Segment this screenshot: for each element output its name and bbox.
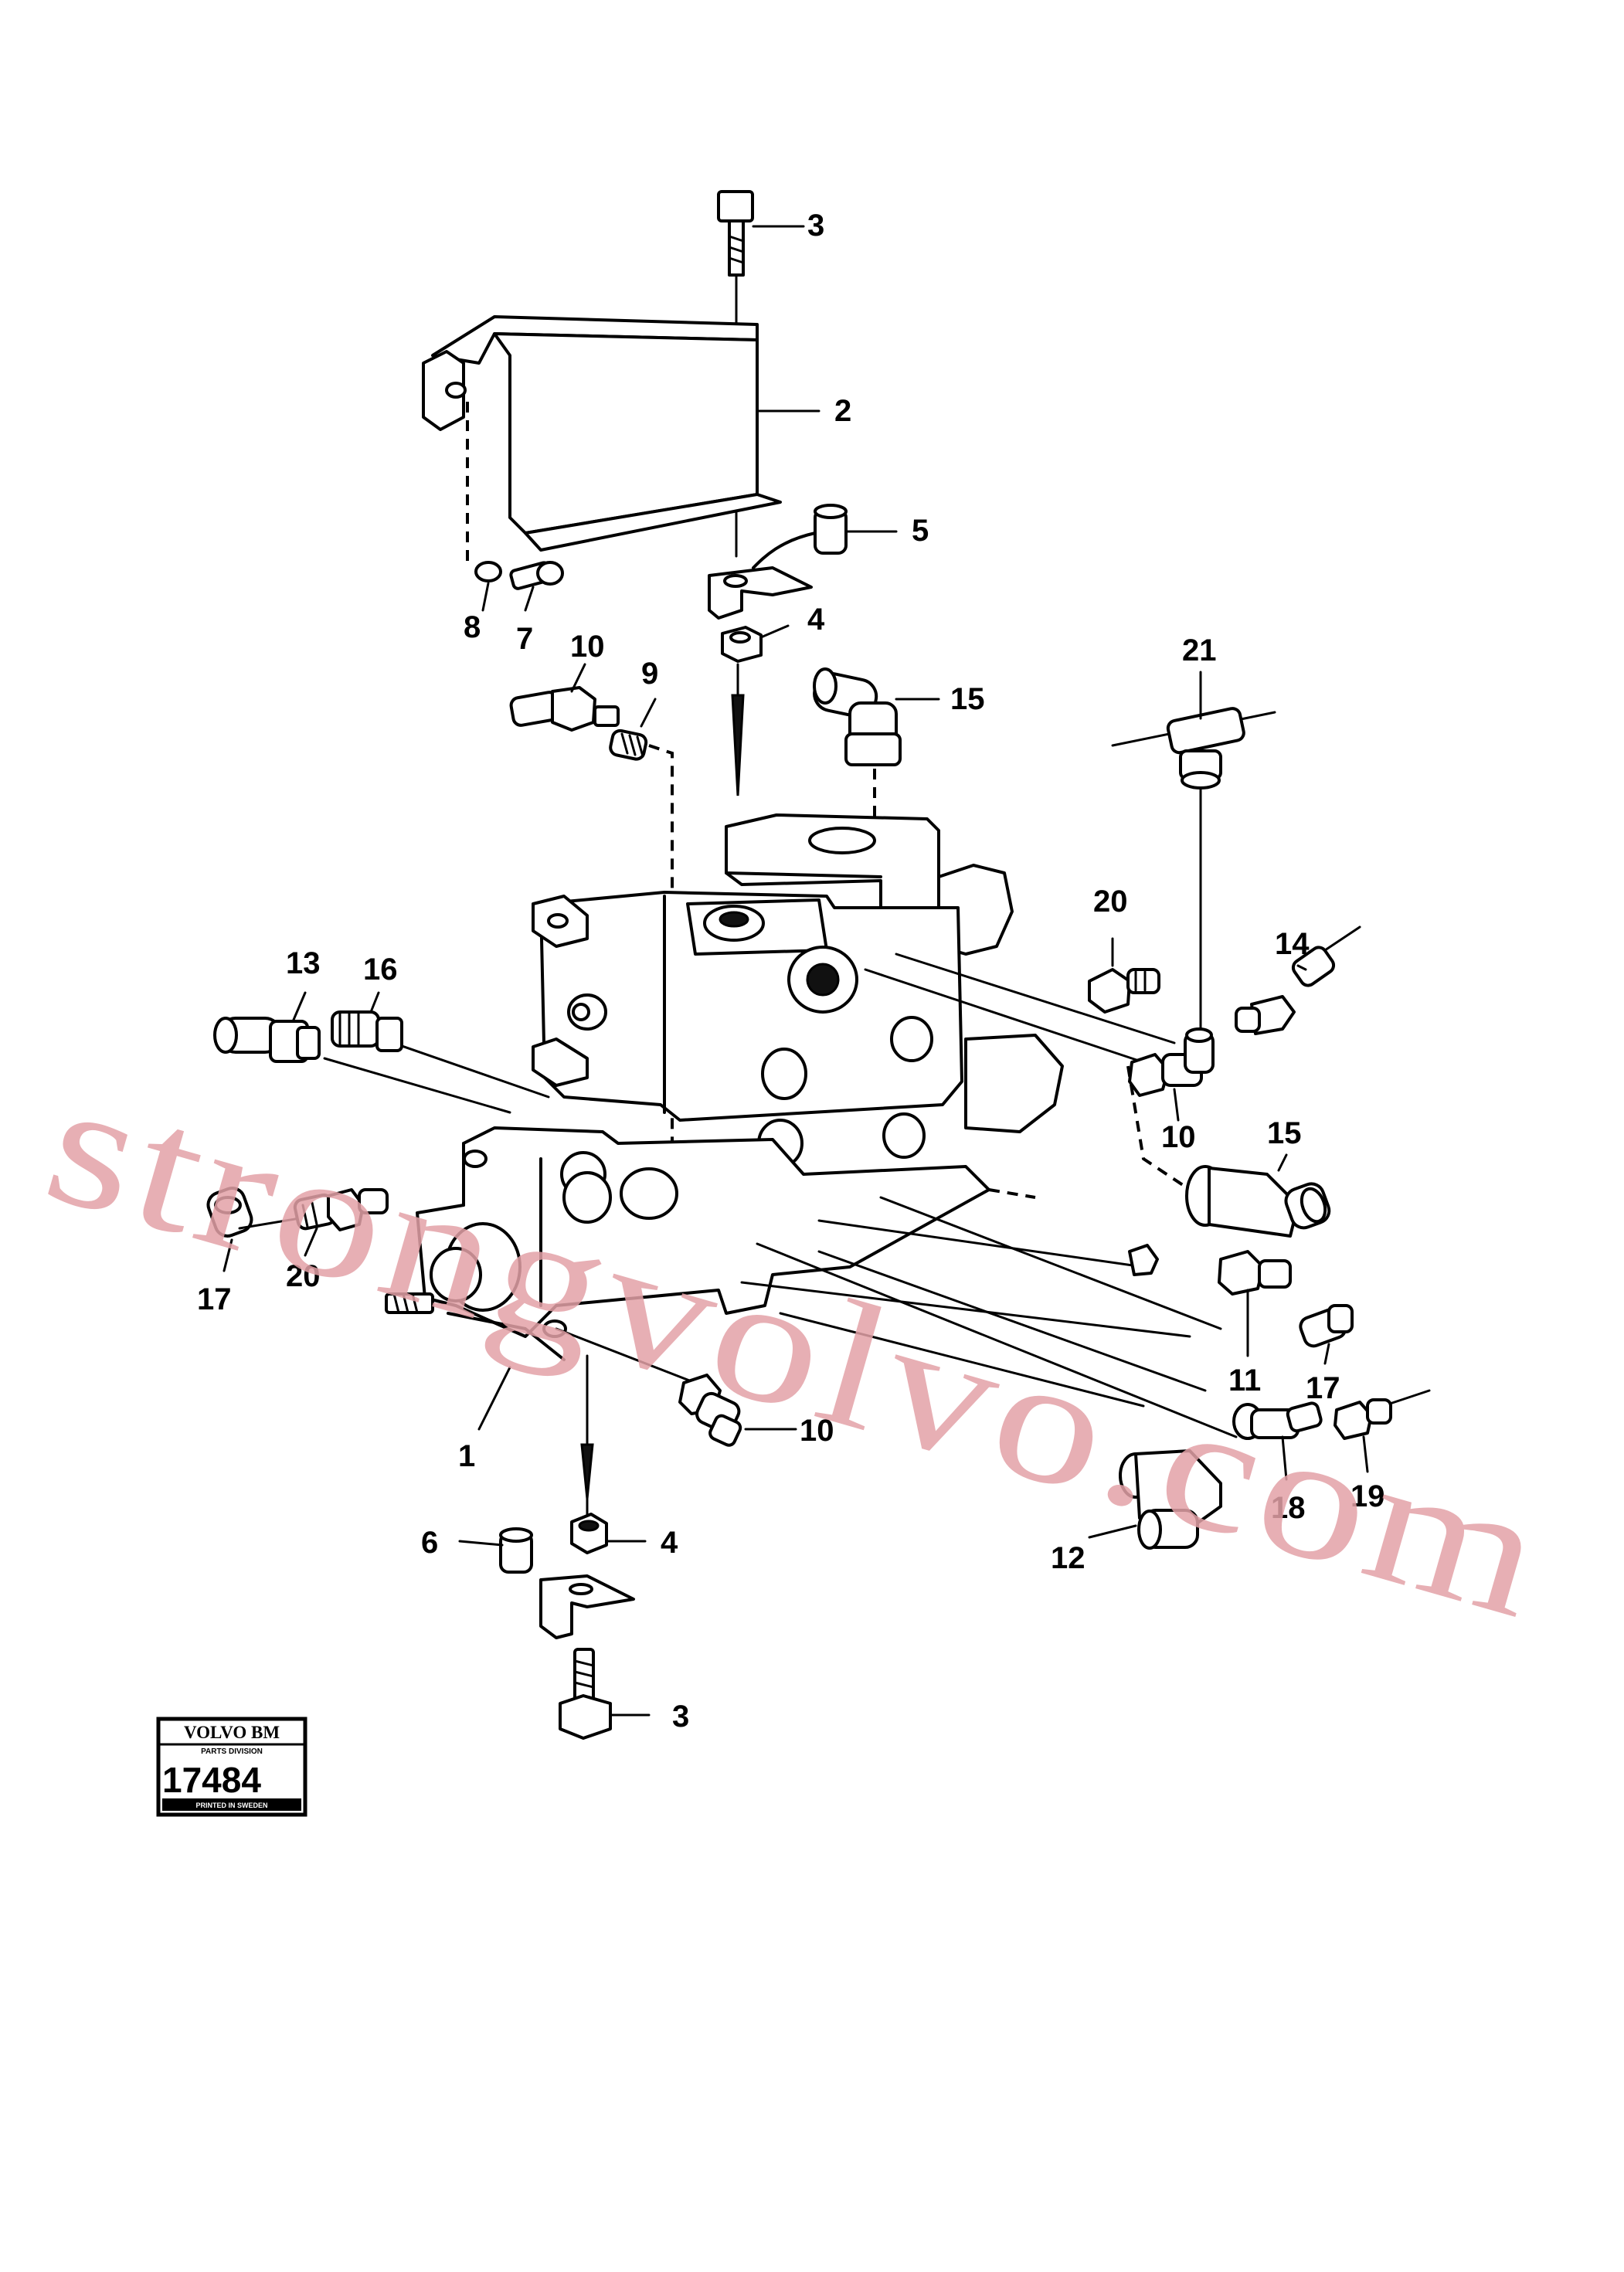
- elbow-12: [1119, 1449, 1222, 1550]
- plug-small: [1128, 1244, 1159, 1276]
- callout-16: 16: [363, 953, 398, 987]
- fitting-19: [1334, 1389, 1431, 1440]
- callout-7: 7: [516, 622, 533, 656]
- clamp-top: [708, 504, 848, 620]
- callout-17-right: 17: [1306, 1371, 1340, 1405]
- elbow-15-top: [813, 667, 902, 823]
- callout-3-bottom: 3: [672, 1700, 689, 1734]
- callout-13: 13: [286, 946, 321, 980]
- callout-14: 14: [1275, 927, 1310, 961]
- fitting-14: [1235, 925, 1361, 1035]
- nut-top: [721, 626, 763, 796]
- fitting-11: [1218, 1250, 1292, 1296]
- callout-6: 6: [421, 1526, 438, 1560]
- bracket: [422, 315, 782, 568]
- callout-9: 9: [641, 657, 658, 691]
- callout-2: 2: [834, 394, 851, 428]
- tee-21: [1111, 707, 1276, 1037]
- callout-10-right: 10: [1161, 1120, 1196, 1154]
- callout-17-left: 17: [197, 1282, 232, 1316]
- callout-10-top: 10: [570, 630, 605, 664]
- washer-bolt-8-7: [474, 561, 564, 590]
- callout-1: 1: [458, 1439, 475, 1473]
- badge-footer: PRINTED IN SWEDEN: [195, 1802, 267, 1809]
- callout-5: 5: [912, 514, 929, 548]
- callout-20-left: 20: [286, 1259, 321, 1293]
- callout-8: 8: [464, 610, 481, 644]
- badge-division: PARTS DIVISION: [201, 1747, 263, 1756]
- badge-number: 17484: [162, 1760, 261, 1800]
- elbow-17-left: [206, 1187, 253, 1238]
- callout-20-right: 20: [1093, 885, 1128, 919]
- valve-block: [323, 813, 1238, 1438]
- leader-lines: [223, 225, 1369, 1717]
- elbow-18: [1232, 1401, 1323, 1440]
- elbow-15-right: [1185, 1165, 1331, 1238]
- callout-15-right: 15: [1267, 1116, 1302, 1150]
- callout-15-top: 15: [950, 682, 985, 716]
- volvo-bm-badge: VOLVO BM PARTS DIVISION 17484 PRINTED IN…: [156, 1717, 307, 1817]
- elbow-13: [213, 1017, 321, 1063]
- connector-20-right: [1088, 968, 1160, 1014]
- callout-11: 11: [1228, 1364, 1261, 1398]
- elbow-17-right: [1299, 1304, 1354, 1348]
- callout-labels: 3 2 5 4 8 7 10 9 15 21 20 14 13 16 10 15…: [197, 209, 1385, 1734]
- callout-4-top: 4: [807, 603, 825, 637]
- elbow-10-bottom: [678, 1374, 742, 1447]
- callout-19: 19: [1351, 1479, 1385, 1513]
- callout-4-bottom: 4: [661, 1526, 678, 1560]
- connector-20-left: [238, 1188, 389, 1231]
- badge-brand: VOLVO BM: [184, 1723, 280, 1742]
- elbow-10-right: [1128, 1027, 1215, 1097]
- callout-12: 12: [1051, 1541, 1085, 1575]
- callout-18: 18: [1271, 1491, 1306, 1525]
- adapter-16: [331, 1010, 403, 1052]
- callout-10-bottom: 10: [800, 1414, 834, 1448]
- callout-21: 21: [1182, 633, 1217, 667]
- elbow-10-top: [509, 686, 620, 732]
- callout-3-top: 3: [807, 209, 824, 243]
- bottom-assembly: [499, 1354, 635, 1740]
